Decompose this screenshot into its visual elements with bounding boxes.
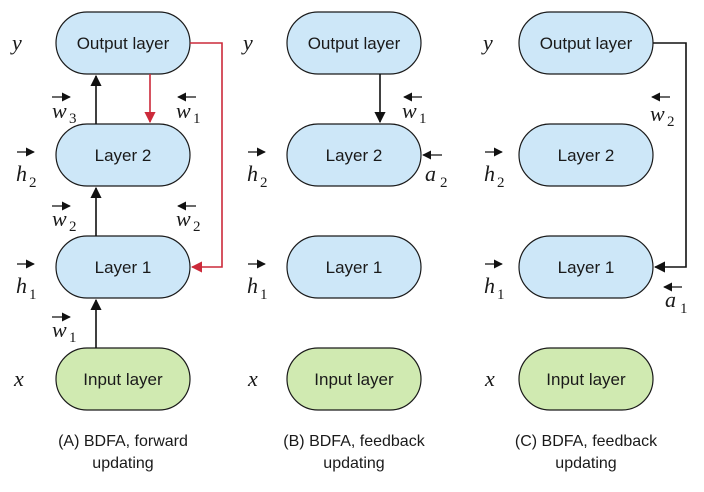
label-y: y (10, 30, 22, 55)
svg-text:h: h (484, 273, 495, 298)
label-x: x (247, 366, 258, 391)
svg-text:h: h (484, 161, 495, 186)
svg-text:2: 2 (667, 114, 675, 130)
panel-a: Output layer Layer 2 Layer 1 Input layer… (10, 11, 223, 472)
caption-line-1: (B) BDFA, feedback (283, 433, 425, 450)
caption-line-1: (A) BDFA, forward (58, 433, 188, 450)
output-layer-node: Output layer (518, 11, 654, 75)
output-layer-node: Output layer (55, 11, 191, 75)
caption-line-2: updating (555, 455, 616, 472)
caption-line-2: updating (323, 455, 384, 472)
panel-c: Output layer Layer 2 Layer 1 Input layer… (481, 11, 688, 472)
svg-text:2: 2 (69, 219, 77, 235)
svg-text:a: a (665, 287, 676, 312)
layer-1-label: Layer 1 (326, 258, 383, 277)
svg-text:1: 1 (193, 111, 201, 127)
weight-w3-forward: w 3 (52, 92, 77, 127)
label-h1: h 1 (484, 259, 505, 303)
weight-w2-backward: w 2 (650, 92, 675, 130)
svg-text:w: w (176, 206, 191, 231)
label-h2: h 2 (247, 147, 268, 191)
svg-text:w: w (52, 317, 67, 342)
weight-w1-backward: w 1 (402, 92, 427, 127)
svg-text:w: w (52, 98, 67, 123)
caption-line-2: updating (92, 455, 153, 472)
weight-w2-backward: w 2 (176, 201, 201, 235)
svg-text:1: 1 (497, 287, 505, 303)
svg-text:w: w (650, 101, 665, 126)
layer-2-label: Layer 2 (95, 146, 152, 165)
input-layer-node: Input layer (518, 347, 654, 411)
svg-text:a: a (425, 161, 436, 186)
weight-w1-backward: w 1 (176, 92, 201, 127)
svg-text:h: h (16, 161, 27, 186)
layer-2-node: Layer 2 (55, 123, 191, 187)
input-layer-label: Input layer (314, 370, 394, 389)
label-h2: h 2 (484, 147, 505, 191)
layer-1-label: Layer 1 (558, 258, 615, 277)
svg-text:2: 2 (260, 175, 268, 191)
panel-b: Output layer Layer 2 Layer 1 Input layer… (241, 11, 448, 472)
svg-text:2: 2 (193, 219, 201, 235)
output-layer-label: Output layer (308, 34, 401, 53)
weight-a1-backward: a 1 (663, 282, 688, 317)
svg-text:h: h (247, 273, 258, 298)
layer-2-label: Layer 2 (558, 146, 615, 165)
input-layer-node: Input layer (286, 347, 422, 411)
svg-text:2: 2 (497, 175, 505, 191)
svg-text:w: w (402, 98, 417, 123)
output-layer-label: Output layer (77, 34, 170, 53)
label-h1: h 1 (16, 259, 37, 303)
svg-text:2: 2 (29, 175, 37, 191)
weight-w2-forward: w 2 (52, 201, 77, 235)
svg-text:w: w (176, 98, 191, 123)
output-layer-label: Output layer (540, 34, 633, 53)
label-x: x (13, 366, 24, 391)
label-h2: h 2 (16, 147, 37, 191)
svg-text:1: 1 (680, 301, 688, 317)
caption-line-1: (C) BDFA, feedback (515, 433, 658, 450)
svg-text:1: 1 (69, 330, 77, 346)
layer-1-label: Layer 1 (95, 258, 152, 277)
layer-1-node: Layer 1 (55, 235, 191, 299)
label-y: y (241, 30, 253, 55)
label-x: x (484, 366, 495, 391)
svg-text:1: 1 (419, 111, 427, 127)
input-layer-label: Input layer (83, 370, 163, 389)
layer-2-node: Layer 2 (518, 123, 654, 187)
svg-text:h: h (16, 273, 27, 298)
layer-1-node: Layer 1 (518, 235, 654, 299)
arrow-output-to-layer1 (653, 42, 687, 273)
red-arrow-output-to-layer1 (190, 42, 223, 273)
label-y: y (481, 30, 493, 55)
svg-text:1: 1 (260, 287, 268, 303)
label-h1: h 1 (247, 259, 268, 303)
layer-2-label: Layer 2 (326, 146, 383, 165)
output-layer-node: Output layer (286, 11, 422, 75)
weight-w1-forward: w 1 (52, 312, 77, 346)
svg-text:w: w (52, 206, 67, 231)
svg-text:3: 3 (69, 111, 77, 127)
weight-a2-backward: a 2 (422, 150, 448, 191)
layer-1-node: Layer 1 (286, 235, 422, 299)
layer-2-node: Layer 2 (286, 123, 422, 187)
input-layer-label: Input layer (546, 370, 626, 389)
svg-text:2: 2 (440, 175, 448, 191)
svg-text:1: 1 (29, 287, 37, 303)
svg-text:h: h (247, 161, 258, 186)
input-layer-node: Input layer (55, 347, 191, 411)
